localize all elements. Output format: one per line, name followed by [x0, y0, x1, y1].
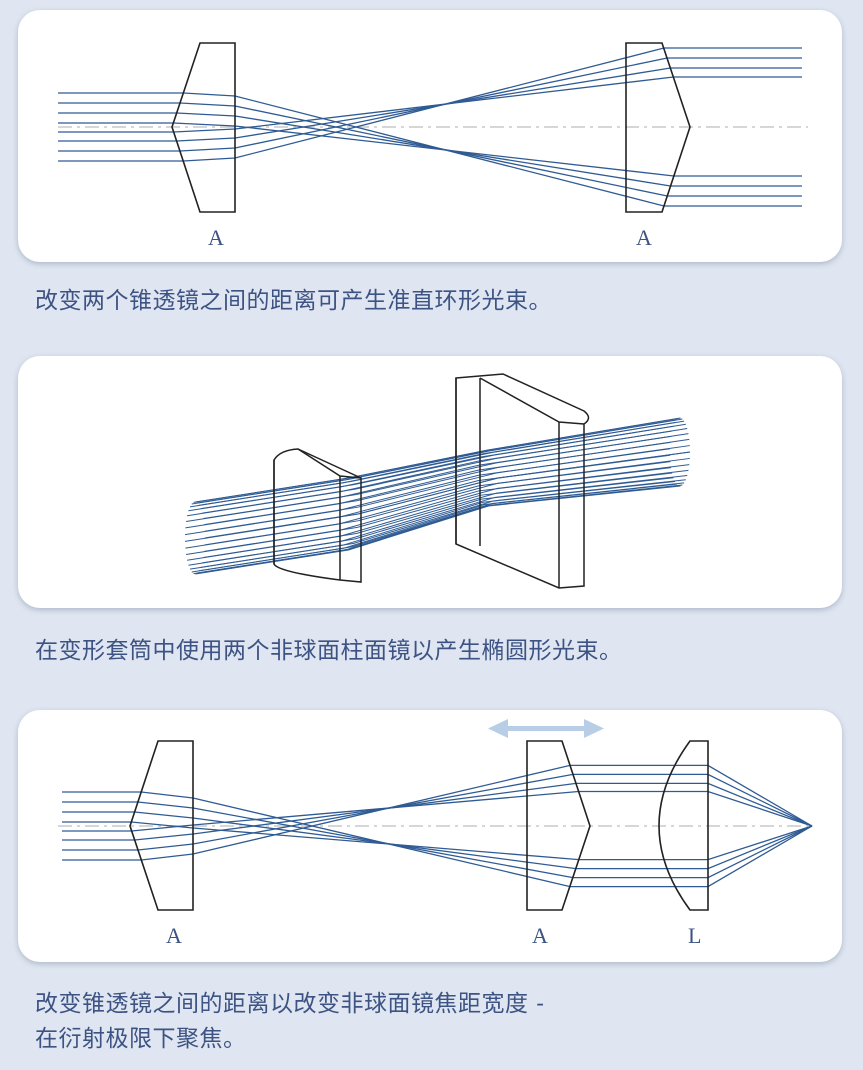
axicon-focusing-diagram: A A L	[18, 710, 842, 962]
caption-2: 在变形套筒中使用两个非球面柱面镜以产生椭圆形光束。	[35, 638, 623, 664]
ray	[195, 417, 681, 503]
double-arrow-icon	[488, 719, 604, 738]
ray	[62, 801, 813, 879]
lens-label: A	[166, 923, 182, 948]
cylindrical-beam	[184, 417, 691, 575]
lens-label: L	[688, 923, 701, 948]
axicon-lens-left	[129, 740, 194, 911]
ray	[58, 47, 802, 162]
caption-1: 改变两个锥透镜之间的距离可产生准直环形光束。	[35, 288, 552, 314]
axicon-collimated-ring-diagram: A A	[18, 10, 842, 262]
lens-label: A	[208, 225, 224, 250]
ray	[58, 76, 802, 133]
ray	[58, 57, 802, 152]
ray	[202, 428, 688, 514]
axicon-lens-right	[625, 42, 691, 213]
ray	[186, 435, 672, 522]
aspheric-lens	[658, 740, 709, 911]
ray	[62, 773, 813, 851]
cylinder-lens-small	[273, 448, 362, 583]
lens-label: A	[532, 923, 548, 948]
ray	[204, 445, 690, 532]
diagram-3-canvas: A A L	[58, 719, 813, 948]
diagram-1-canvas: A A	[58, 42, 808, 250]
ray	[58, 122, 802, 177]
ray	[189, 480, 676, 570]
ray	[58, 92, 802, 207]
anamorphic-cylinder-lens-diagram	[18, 356, 842, 608]
ray	[199, 420, 685, 506]
cylinder-lens-large	[455, 373, 590, 589]
caption-3-line-2: 在衍射极限下聚焦。	[35, 1026, 247, 1052]
ray-bundle	[58, 47, 802, 207]
ray	[58, 102, 802, 197]
ray	[186, 467, 672, 555]
ray	[200, 423, 686, 510]
ray	[58, 112, 802, 187]
ray	[185, 461, 671, 549]
diagram-2-canvas	[184, 373, 691, 589]
ray	[188, 477, 674, 566]
ray	[203, 433, 689, 520]
caption-3-line-1: 改变锥透镜之间的距离以改变非球面镜焦距宽度 -	[35, 991, 545, 1017]
ray	[204, 438, 690, 526]
ray	[193, 485, 679, 575]
ray	[191, 483, 677, 573]
axicon-lens-left	[171, 42, 236, 213]
lens-label: A	[636, 225, 652, 250]
ray	[58, 67, 802, 142]
ray	[204, 451, 691, 539]
ray	[187, 472, 673, 561]
axicon-lens-right	[526, 740, 591, 911]
ray	[62, 821, 813, 861]
ray	[62, 790, 813, 832]
